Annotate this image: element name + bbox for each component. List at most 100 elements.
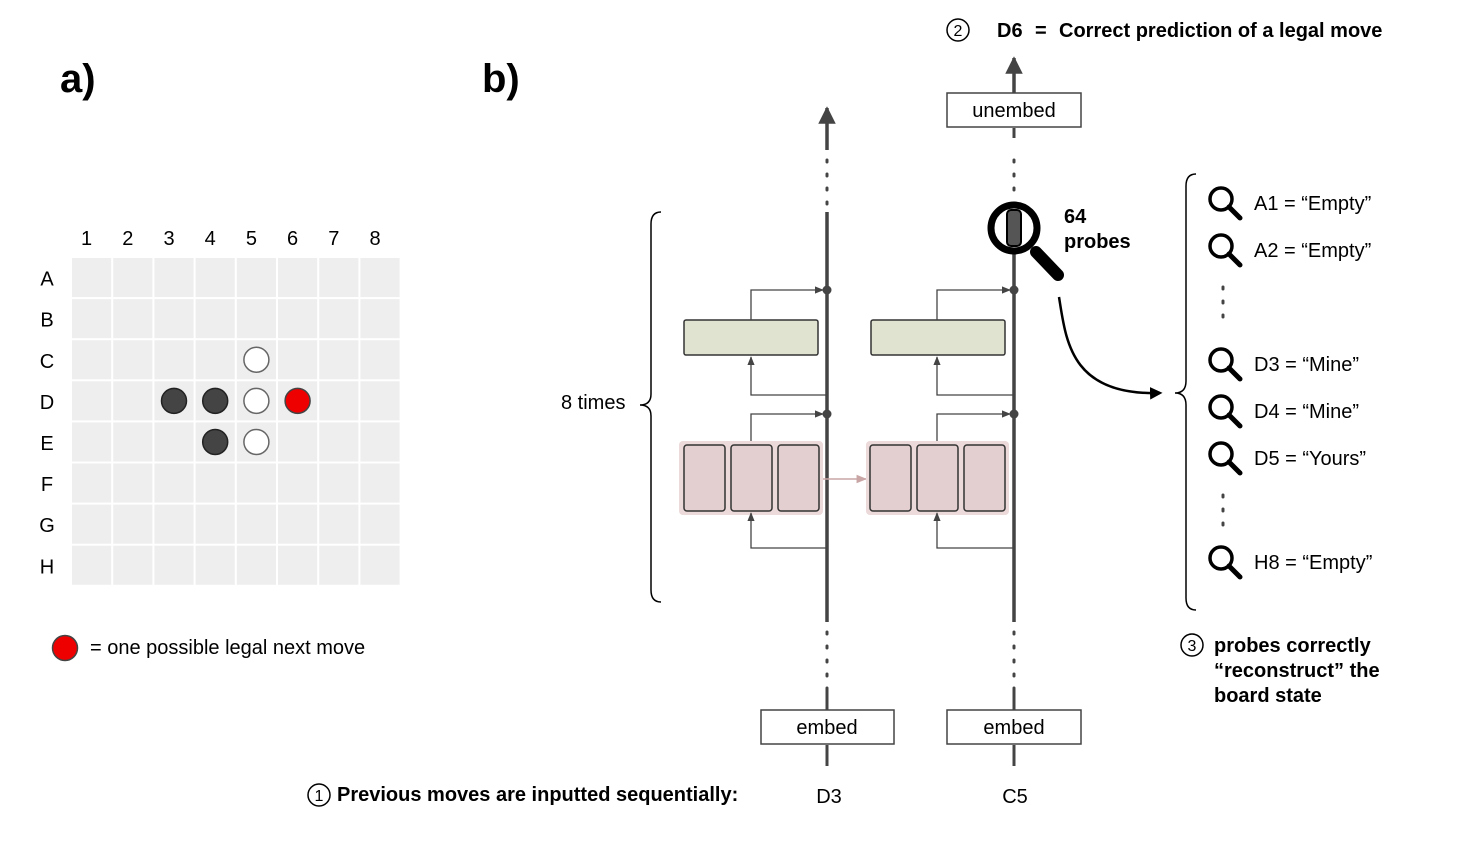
attention-add-node-d3 (822, 409, 832, 419)
probe-result-item: D5 = “Yours” (1210, 443, 1366, 473)
unembed-label: unembed (972, 100, 1055, 122)
embed-label-c5: embed (983, 717, 1044, 739)
board-cell-A1 (72, 258, 112, 298)
board-cell-A2 (113, 258, 153, 298)
board-cell-H8 (360, 545, 400, 585)
board-cell-E2 (113, 422, 153, 462)
board-cell-F4 (195, 463, 235, 503)
row-label-F: F (41, 474, 53, 496)
board-cell-H4 (195, 545, 235, 585)
row-label-H: H (40, 556, 54, 578)
step-1-circle (307, 783, 331, 807)
board-cell-C8 (360, 340, 400, 380)
token-column-c5: unembed embed C5 (866, 56, 1082, 808)
board-cell-C3 (154, 340, 194, 380)
board-cell-G3 (154, 504, 194, 544)
mlp-block-c5 (870, 319, 1006, 356)
layer-repeat-brace: 8 times (561, 211, 662, 603)
board-cell-E1 (72, 422, 112, 462)
board-cell-G1 (72, 504, 112, 544)
board-cell-A7 (319, 258, 359, 298)
attention-head-d3-1 (683, 444, 726, 512)
panel-a-label: a) (60, 57, 96, 101)
probe-result-text: D3 = “Mine” (1254, 354, 1359, 376)
board-cell-H1 (72, 545, 112, 585)
column-label-1: 1 (81, 228, 92, 250)
board-cell-G6 (278, 504, 318, 544)
board-cell-F3 (154, 463, 194, 503)
column-label-5: 5 (246, 228, 257, 250)
attention-head-c5-1 (869, 444, 912, 512)
board-cell-C1 (72, 340, 112, 380)
board-cell-F5 (236, 463, 276, 503)
mlp-input-arrow-c5 (933, 356, 1014, 396)
reconstruct-line-2: “reconstruct” the (1214, 660, 1380, 682)
board-cell-A3 (154, 258, 194, 298)
reconstruct-line-1: probes correctly (1214, 635, 1372, 657)
board-cell-H3 (154, 545, 194, 585)
white-piece-C5 (243, 346, 270, 373)
probe-results-list: A1 = “Empty”A2 = “Empty”D3 = “Mine”D4 = … (1210, 188, 1372, 577)
probe-result-item: A2 = “Empty” (1210, 235, 1371, 265)
attention-head-d3-3 (777, 444, 820, 512)
row-label-B: B (40, 310, 53, 332)
board-cell-H7 (319, 545, 359, 585)
probe-result-text: A1 = “Empty” (1254, 193, 1371, 215)
embed-box-c5 (946, 709, 1082, 745)
board-cell-A5 (236, 258, 276, 298)
board-cell-B5 (236, 299, 276, 339)
magnifier-icon (1210, 235, 1240, 265)
mlp-output-arrow-d3 (750, 286, 824, 320)
board-cell-F7 (319, 463, 359, 503)
step-3-number: 3 (1188, 638, 1197, 655)
probe-result-item: A1 = “Empty” (1210, 188, 1371, 218)
magnifier-icon (1210, 349, 1240, 379)
row-label-G: G (39, 515, 55, 537)
board-cell-A6 (278, 258, 318, 298)
input-caption: 1 Previous moves are inputted sequential… (307, 783, 738, 807)
prediction-text: Correct prediction of a legal move (1059, 20, 1382, 42)
unembed-box (946, 92, 1082, 128)
probe-result-item: H8 = “Empty” (1210, 547, 1372, 577)
attention-head-c5-2 (916, 444, 959, 512)
legend-text: = one possible legal next move (90, 637, 365, 659)
board-cell-G7 (319, 504, 359, 544)
board-cell-C6 (278, 340, 318, 380)
embed-label-d3: embed (796, 717, 857, 739)
magnifier-icon (1210, 547, 1240, 577)
step-1-number: 1 (315, 788, 324, 805)
prediction-equals: = (1035, 20, 1047, 42)
board-cell-C4 (195, 340, 235, 380)
board-cell-B8 (360, 299, 400, 339)
magnifier-icon (1210, 396, 1240, 426)
probes-word: probes (1064, 231, 1131, 253)
board-cell-B6 (278, 299, 318, 339)
board-cell-E7 (319, 422, 359, 462)
white-piece-E5 (243, 428, 270, 456)
board-pieces (160, 346, 311, 456)
probe-magnifier-icon (987, 201, 1064, 281)
red-piece-D6 (284, 387, 311, 415)
othello-board (72, 258, 400, 585)
mlp-output-arrow-c5 (936, 286, 1011, 320)
board-cell-F2 (113, 463, 153, 503)
legend: = one possible legal next move (51, 634, 365, 662)
column-label-4: 4 (205, 228, 216, 250)
right-brace (1174, 173, 1197, 611)
black-piece-E4 (201, 428, 229, 456)
board-cell-E6 (278, 422, 318, 462)
board-cell-H2 (113, 545, 153, 585)
board-cell-D8 (360, 381, 400, 421)
board-cell-E8 (360, 422, 400, 462)
attention-output-arrow-c5 (936, 410, 1011, 441)
board-cell-D7 (319, 381, 359, 421)
row-label-C: C (40, 351, 54, 373)
row-label-D: D (40, 392, 54, 414)
probe-output-arrow (1057, 296, 1163, 400)
attention-head-c5-3 (963, 444, 1006, 512)
board-cell-G4 (195, 504, 235, 544)
reconstruct-caption: 3 probes correctly “reconstruct” the boa… (1180, 633, 1380, 707)
mlp-add-node-c5 (1009, 285, 1019, 295)
step-3-circle (1180, 633, 1204, 657)
board-cell-D2 (113, 381, 153, 421)
